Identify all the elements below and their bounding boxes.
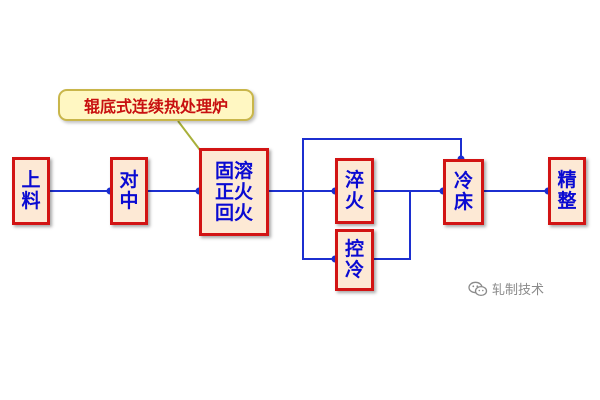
box-cooling-bed: 冷 床 xyxy=(443,159,484,225)
wechat-icon xyxy=(468,281,488,297)
furnace-callout: 辊底式连续热处理炉 xyxy=(58,89,254,121)
edge-controlled-cooling-merge xyxy=(374,191,411,260)
edge-to-controlled-cooling xyxy=(302,191,335,260)
watermark: 轧制技术 xyxy=(468,279,544,298)
edge-bypass-top xyxy=(302,138,462,191)
box-align: 对 中 xyxy=(110,157,148,225)
box-controlled-cooling: 控 冷 xyxy=(335,229,374,291)
box-solution-normalize-temper: 固溶 正火 回火 xyxy=(199,148,269,236)
watermark-text: 轧制技术 xyxy=(492,283,545,298)
box-finishing: 精 整 xyxy=(548,157,586,225)
box-quench: 淬 火 xyxy=(335,158,374,224)
box-load: 上 料 xyxy=(12,157,50,225)
